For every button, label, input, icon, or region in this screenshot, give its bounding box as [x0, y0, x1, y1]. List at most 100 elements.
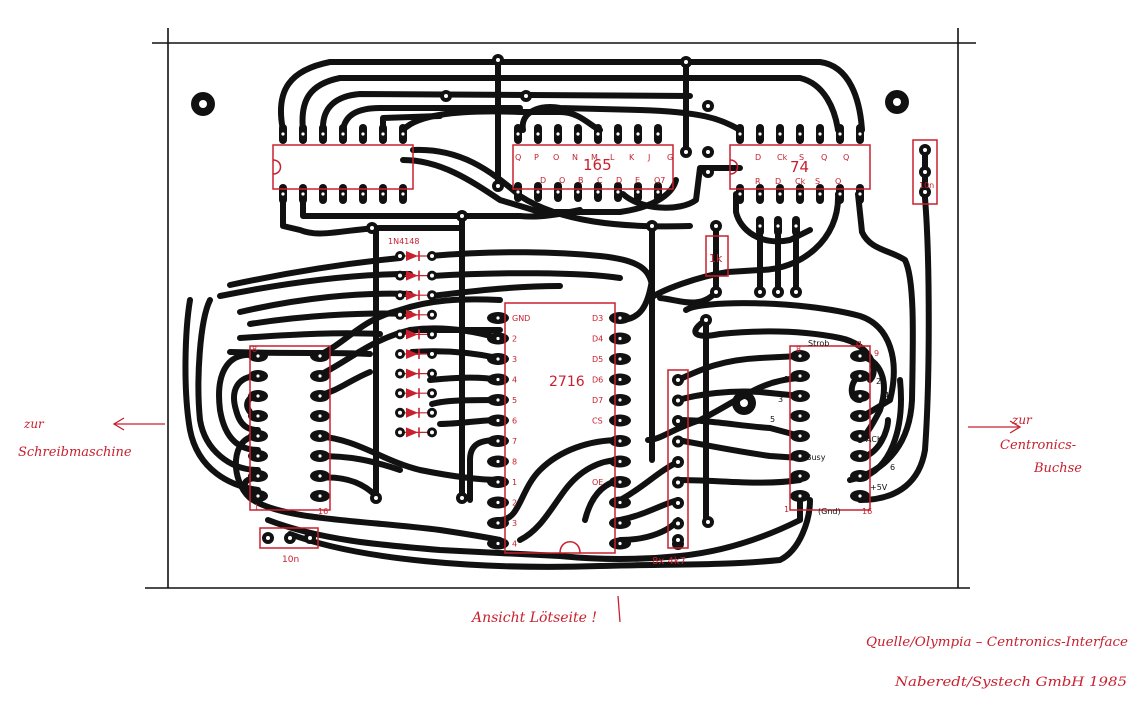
side-number: 4: [884, 391, 889, 400]
diode-symbol: [406, 251, 418, 261]
rnet-pad-hole: [676, 439, 680, 444]
left-connector-pad-hole: [318, 354, 322, 358]
eprom-pad-hole: [618, 480, 622, 484]
ic74-pad-hole: [738, 192, 742, 196]
diode-symbol: [406, 270, 418, 281]
right-connector-pad-hole: [798, 494, 802, 498]
eprom-pad-hole: [618, 500, 622, 505]
diode-pad-hole: [398, 391, 402, 396]
ic74-pad-hole: [818, 192, 822, 196]
via-pad-hole: [496, 58, 500, 62]
right-connector-pin-g: g: [856, 339, 862, 349]
diode-pad-hole: [430, 293, 434, 298]
ic165-pad-hole: [516, 132, 520, 136]
right-connector-pad-hole: [858, 414, 862, 418]
diode-symbol: [406, 427, 418, 438]
rnet-pad-hole: [676, 521, 680, 526]
right-connector-pin-one: 1: [784, 505, 789, 514]
ic165-pad-hole: [656, 132, 660, 136]
via-pad-hole: [460, 214, 464, 218]
diode-pad-hole: [430, 332, 434, 337]
eprom-pin-label: 1: [512, 478, 517, 487]
ic165-pin-label: D: [616, 176, 622, 185]
eprom-pin-label: 7: [512, 437, 517, 446]
ack-label: ACK: [866, 435, 883, 444]
via-pad-hole: [496, 184, 500, 188]
ic74-pin-label: S: [799, 153, 804, 162]
eprom-pin-label: 2: [512, 499, 517, 508]
ic165-pin-label: O: [559, 176, 565, 185]
eprom-pad-hole: [496, 500, 500, 505]
diode-pad-hole: [430, 391, 434, 396]
ic165-pad-hole: [596, 132, 600, 136]
ic165-pin-label: P: [534, 153, 539, 162]
cap-left-outline: [259, 527, 319, 549]
ic165-pad-hole: [576, 190, 580, 194]
eprom-pin-label: D5: [592, 355, 603, 364]
ic74-pin-label: Q: [835, 177, 841, 186]
ic165-pad-hole: [556, 132, 560, 136]
eprom-pad-hole: [618, 459, 622, 464]
side-number: 6: [890, 463, 895, 472]
right-connector-outline: [789, 345, 871, 511]
eprom-pin-label: D7: [592, 396, 603, 405]
diode-pad-hole: [430, 371, 434, 376]
eprom-pin-label: 4: [512, 540, 517, 549]
via-pad-hole: [524, 94, 528, 98]
eprom-pin-label: 5: [512, 396, 517, 405]
eprom-pad-hole: [618, 398, 622, 402]
diode-pad-hole: [430, 352, 434, 356]
ic74-pad-hole: [818, 132, 822, 136]
ic74-pin-label: Q: [821, 153, 827, 162]
component-pads: [248, 54, 931, 550]
ic74-pad-hole: [778, 132, 782, 136]
ic-left-pad-hole: [381, 132, 385, 136]
ic-left-pad-hole: [401, 192, 405, 196]
right-connector-pin-nine: 9: [874, 349, 879, 358]
right-connector-labels: Strob ACK Busy +5V (Gnd) 2 3 4 5 1 6: [770, 339, 895, 516]
eprom-pad-hole: [618, 418, 622, 423]
diode-symbol: [406, 407, 418, 418]
eprom-pin-label: 6: [512, 417, 517, 426]
ic74-pin-label: D: [755, 153, 761, 162]
rnet-pad-hole: [676, 398, 680, 403]
rnet-outline: [667, 369, 689, 549]
right-connector-pad-hole: [798, 434, 802, 438]
ic74-pin-label: Ck: [795, 177, 806, 186]
via-pad-hole: [374, 496, 378, 500]
right-connector-pad-hole: [858, 494, 862, 498]
right-connector-pad-hole: [858, 434, 862, 438]
resistor-label: 1k: [709, 252, 723, 265]
ic165-pad-hole: [636, 132, 640, 136]
right-connector-pad-hole: [798, 394, 802, 398]
ic-left-pad-hole: [301, 132, 305, 136]
cap-right-label: 10n: [919, 181, 934, 190]
ic-left-pad-hole: [301, 192, 305, 196]
ic74-pad-hole: [858, 192, 862, 196]
ic-left-pad-hole: [341, 132, 345, 136]
eprom-pad-hole: [496, 418, 500, 423]
ic165-pin-label: N: [572, 153, 578, 162]
via-pad-hole: [706, 104, 710, 108]
eprom-pin-label: 2: [512, 335, 517, 344]
diode-symbol: [406, 368, 418, 379]
diode-pad-hole: [398, 332, 402, 337]
ic165-pad-hole: [616, 190, 620, 194]
vcc-label: +5V: [870, 483, 888, 492]
component-outlines: [249, 139, 938, 554]
right-arrow-label-line3: Buchse: [1033, 461, 1082, 476]
right-connector-pin-last: 16: [862, 507, 872, 516]
chip-labels: 165 74 2716 1N4148 1k 8x 4k7 10n 10n 8 1…: [252, 156, 934, 567]
board-outline: [145, 28, 976, 589]
left-connector-pin-one: 1: [254, 503, 259, 512]
ic74-lower-pad-hole: [794, 224, 798, 228]
left-connector-pad-hole: [318, 474, 322, 478]
ic165-pad-hole: [536, 190, 540, 194]
ic165-outline: [512, 144, 674, 190]
via-pad-hole: [684, 150, 688, 154]
ic165-pin-label: K: [629, 153, 635, 162]
diode-pad-hole: [398, 410, 402, 415]
via-pad-hole: [714, 224, 718, 228]
diode-label: 1N4148: [388, 237, 419, 246]
